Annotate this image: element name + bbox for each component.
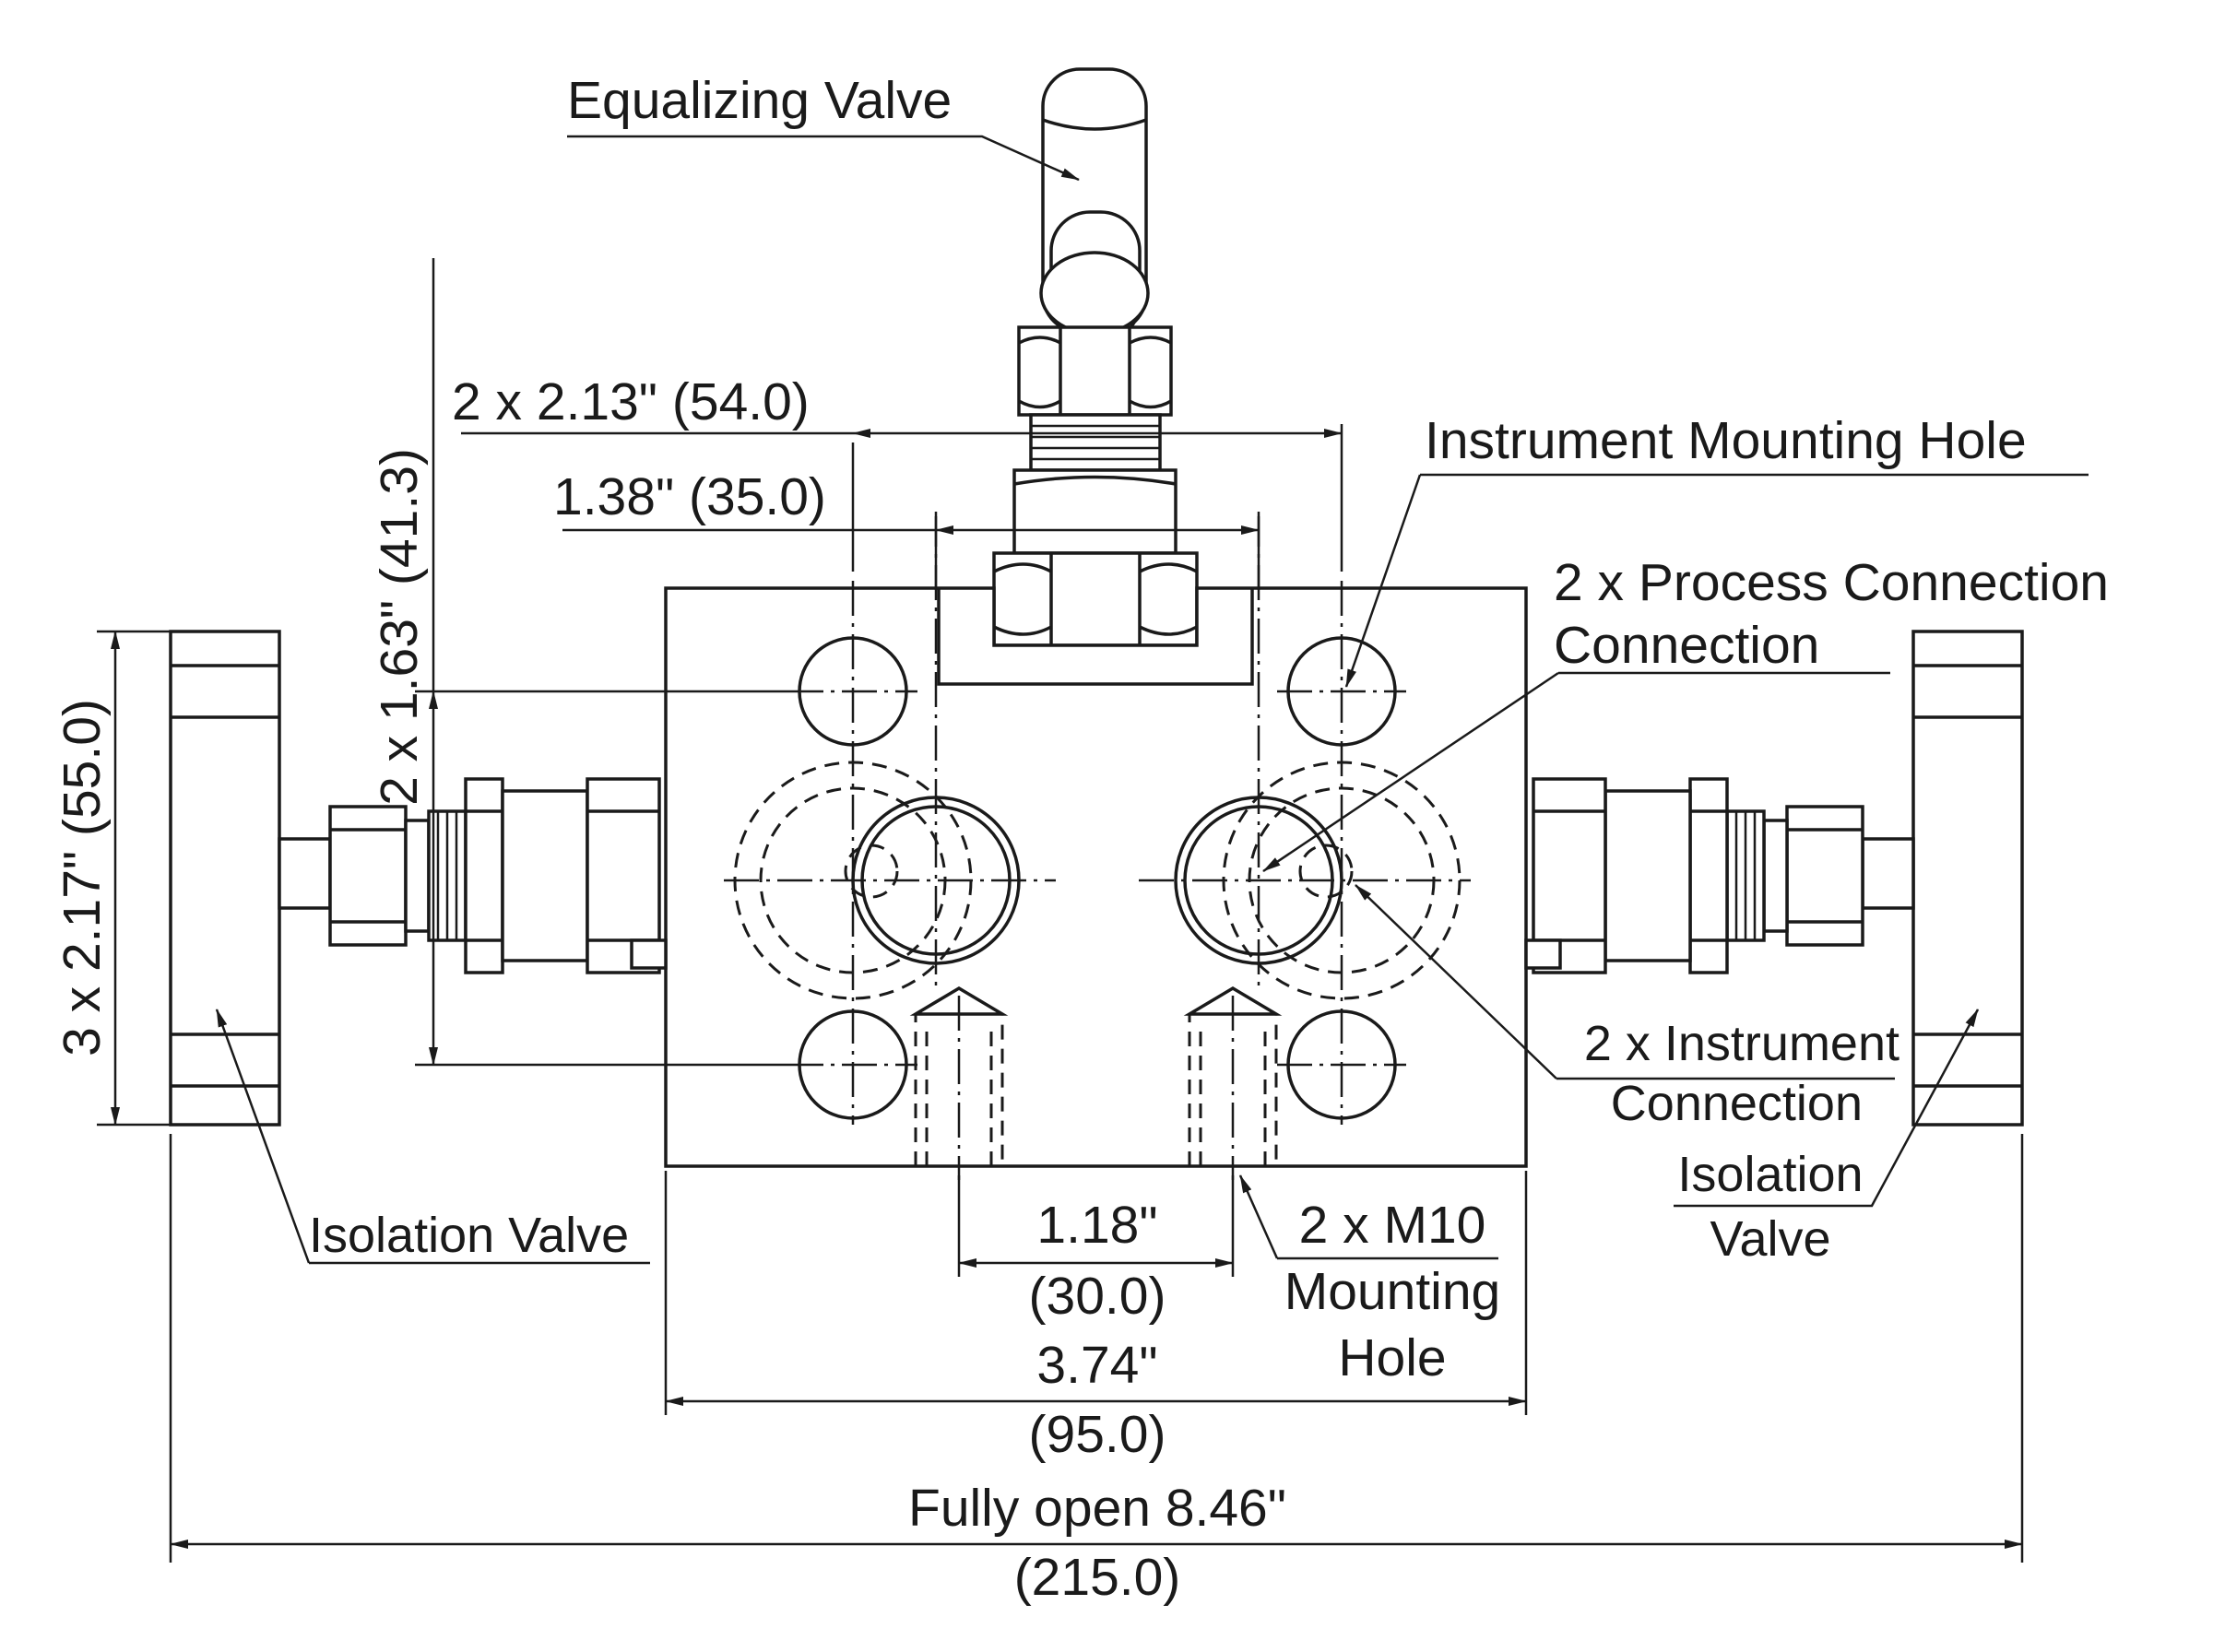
leader-lines [217,135,2089,1265]
instrument-connection-label-2: Connection [1611,1076,1863,1131]
isolation-valve-left-label: Isolation Valve [309,1208,629,1263]
dim-m10-in: 1.18" [1036,1196,1157,1255]
process-connection-label-1: 2 x Process Connection [1554,553,2109,612]
dimension-text: 2 x 2.13" (54.0) 1.38" (35.0) 2 x 1.63" … [53,372,1286,1607]
dim-vertical-pitch: 2 x 1.63" (41.3) [370,448,429,806]
equalizing-valve-label: Equalizing Valve [567,71,952,130]
dim-overall-mm: (215.0) [1014,1548,1181,1607]
manifold-body [664,586,1528,1168]
m10-label-1: 2 x M10 [1299,1196,1486,1255]
equalizing-valve [992,67,1199,647]
dim-body-in: 3.74" [1036,1336,1157,1395]
process-connection-label-2: Connection [1554,616,1819,675]
right-isolation-valve-handle [1911,630,2024,1127]
dim-left-height: 3 x 2.17" (55.0) [53,699,112,1056]
left-isolation-valve-handle [169,630,281,1127]
isolation-valve-right-label-1: Isolation [1677,1147,1863,1202]
isolation-valve-right-label-2: Valve [1710,1211,1830,1267]
dim-body-mm: (95.0) [1029,1405,1166,1464]
labels: Equalizing Valve Instrument Mounting Hol… [309,71,2109,1387]
m10-label-3: Hole [1338,1328,1446,1387]
m10-label-2: Mounting [1284,1262,1501,1321]
dim-m10-mm: (30.0) [1029,1267,1166,1326]
dim-port-spacing: 1.38" (35.0) [553,467,826,526]
dim-hole-spacing: 2 x 2.13" (54.0) [452,372,810,431]
right-isolation-valve [1524,630,2024,1127]
instrument-connection-label-1: 2 x Instrument [1584,1016,1899,1071]
dim-overall-in: Fully open 8.46" [908,1479,1286,1538]
instrument-mounting-hole-label: Instrument Mounting Hole [1425,411,2027,470]
left-isolation-valve [169,630,668,1127]
dimension-lines [97,258,2024,1563]
